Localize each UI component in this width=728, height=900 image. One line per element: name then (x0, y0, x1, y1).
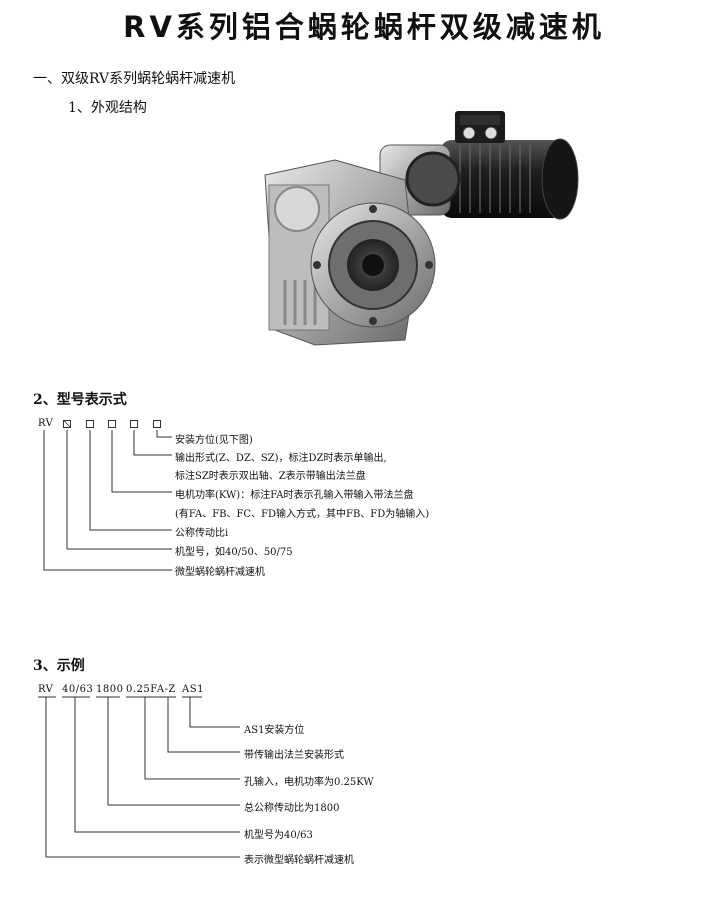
gear-reducer-motor-photo (264, 111, 579, 346)
code-slot-output (130, 420, 138, 428)
code-slot-position (153, 420, 161, 428)
example-label-ratio: 总公称传动比为1800 (244, 803, 340, 814)
example-ratio: 1800 (96, 684, 124, 695)
section1-heading: 一、双级RV系列蜗轮蜗杆减速机 (33, 71, 236, 87)
example-rv: RV (38, 684, 54, 695)
example-power: 0.25FA-Z (126, 684, 176, 695)
code-label-type: 微型蜗轮蜗杆减速机 (175, 567, 265, 578)
code-label-ratio: 公称传动比i (175, 528, 229, 539)
example-position: AS1 (182, 684, 204, 695)
section1-subheading: 1、外观结构 (68, 100, 147, 116)
example-label-flange: 带传输出法兰安装形式 (244, 750, 344, 761)
example-label-power: 孔输入，电机功率为0.25KW (244, 777, 374, 788)
example-label-type: 表示微型蜗轮蜗杆减速机 (244, 855, 354, 866)
code-label-output: 输出形式(Z、DZ、SZ)，标注DZ时表示单输出, (175, 453, 387, 464)
code-slot-ratio (86, 420, 94, 428)
section2-heading: 2、型号表示式 (33, 392, 127, 408)
example-model: 40/63 (62, 684, 94, 695)
example-label-model: 机型号为40/63 (244, 830, 313, 841)
code-label-position: 安装方位(见下图) (175, 435, 253, 446)
code-label-power: 电机功率(KW)：标注FA时表示孔输入带输入带法兰盘 (175, 490, 414, 501)
code-label-output-note: 标注SZ时表示双出轴、Z表示带输出法兰盘 (175, 471, 366, 482)
code-label-power-note: (有FA、FB、FC、FD输入方式，其中FB、FD为轴输入) (175, 509, 430, 520)
code-slot-model (63, 420, 71, 428)
code-label-model: 机型号，如40/50、50/75 (175, 547, 293, 558)
page-title: RV系列铝合蜗轮蜗杆双级减速机 (123, 10, 605, 44)
code-prefix: RV (38, 418, 54, 429)
example-label-position: AS1安装方位 (244, 725, 305, 736)
code-slot-power (108, 420, 116, 428)
section3-heading: 3、示例 (33, 658, 85, 674)
